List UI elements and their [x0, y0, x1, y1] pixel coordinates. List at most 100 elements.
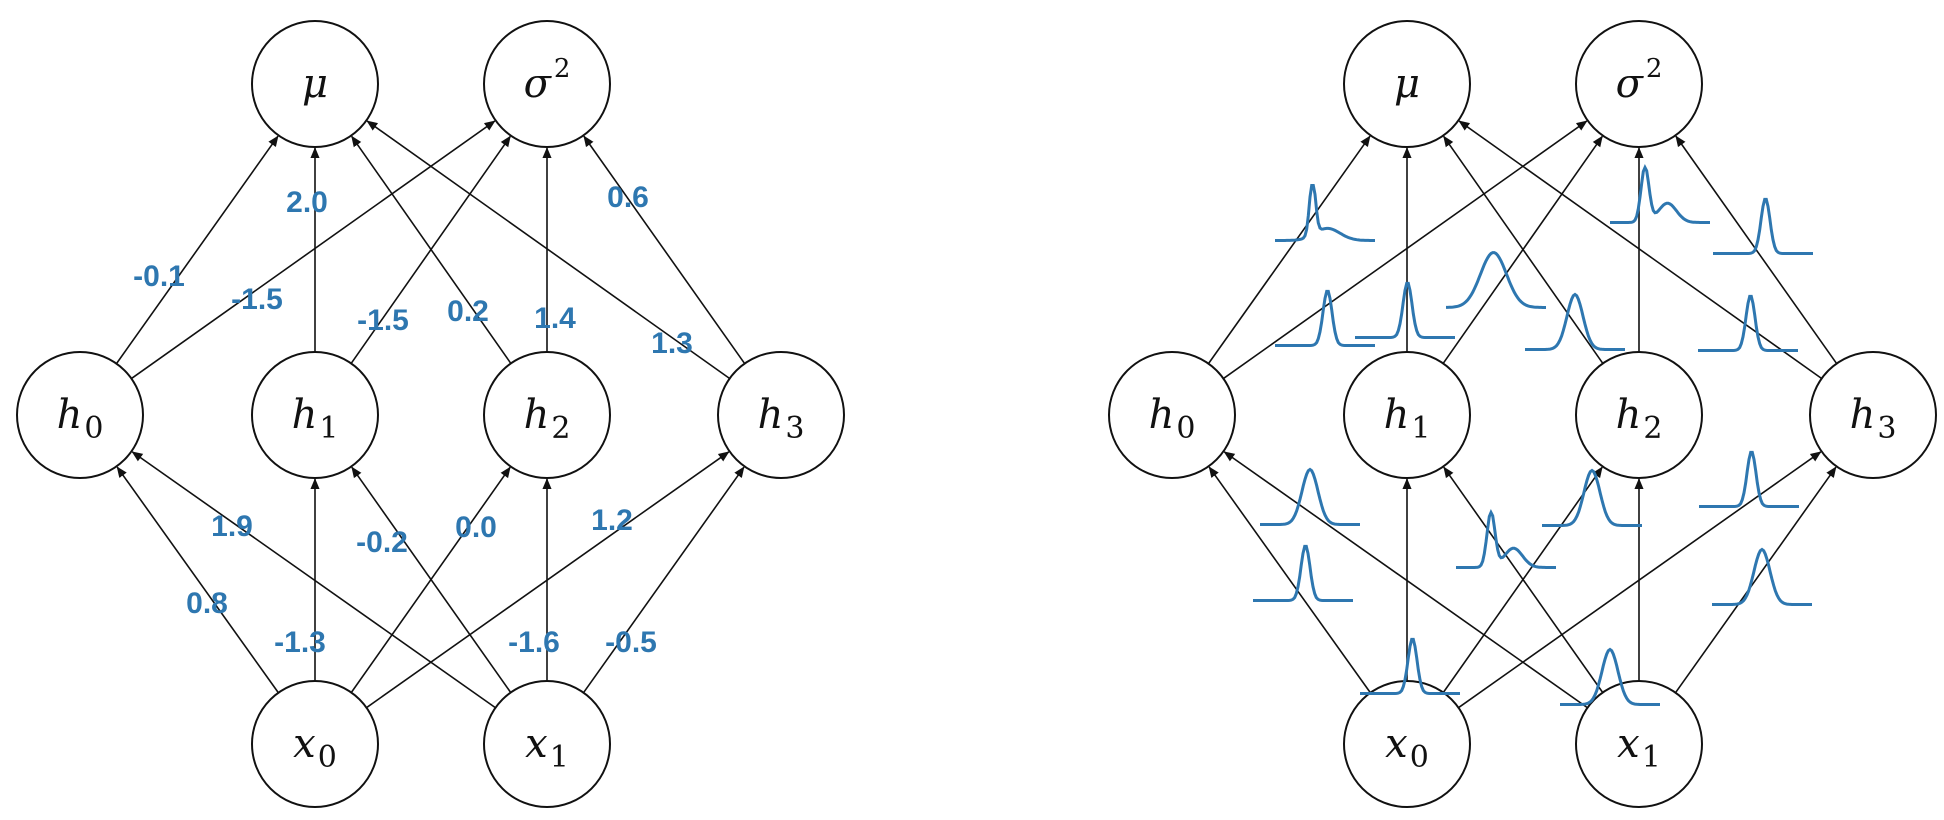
weight-label-x1-h2: -1.6	[508, 626, 560, 659]
node-circle	[483, 680, 611, 808]
weight-label-x0-h0: 0.8	[186, 587, 228, 620]
node-label: h3	[758, 392, 805, 446]
edge-h3-to-mu	[366, 120, 731, 380]
node-symbol: μ	[302, 61, 328, 107]
node-label: h3	[1850, 392, 1897, 446]
edge-h3-to-sigma2	[583, 135, 746, 365]
node-symbol: x	[1385, 721, 1408, 767]
node-h1: h1	[251, 351, 379, 479]
node-symbol: σ	[524, 61, 553, 107]
weight-distribution-h3-mu	[1698, 294, 1798, 352]
node-label: x0	[293, 721, 337, 775]
node-circle	[1108, 351, 1236, 479]
edge-h3-to-mu	[1458, 120, 1823, 380]
edge-x0-to-h0	[1208, 466, 1372, 694]
edge-x1-to-h1	[351, 466, 512, 693]
node-x0: x0	[251, 680, 379, 808]
node-label: x0	[1385, 721, 1429, 775]
node-circle	[717, 351, 845, 479]
edge-h2-to-mu	[351, 135, 512, 364]
weight-distribution-x0-h0	[1253, 544, 1353, 602]
edge-h2-to-mu	[1443, 135, 1604, 364]
weight-label-h3-sigma2: 0.6	[607, 181, 649, 214]
edge-h0-to-mu	[115, 135, 279, 365]
node-circle	[483, 20, 611, 148]
weight-distribution-h1-sigma2	[1446, 251, 1546, 309]
node-label: h2	[524, 392, 571, 446]
weight-distribution-h0-mu	[1275, 184, 1375, 242]
node-subscript: 0	[318, 740, 337, 775]
node-label: h1	[292, 392, 339, 446]
edge-h0-to-sigma2	[1222, 120, 1588, 380]
node-symbol: x	[525, 721, 548, 767]
node-circle	[1343, 680, 1471, 808]
node-label: h0	[1149, 392, 1196, 446]
weight-label-h2-sigma2: 1.4	[534, 302, 576, 335]
node-subscript: 0	[1410, 740, 1429, 775]
node-circle	[1343, 20, 1471, 148]
weight-label-h1-mu: 2.0	[286, 186, 328, 219]
node-symbol: h	[1384, 392, 1410, 438]
node-label: x1	[1617, 721, 1661, 775]
node-h0: h0	[1108, 351, 1236, 479]
node-h2: h2	[483, 351, 611, 479]
node-subscript: 1	[319, 411, 338, 446]
node-circle	[251, 680, 379, 808]
node-symbol: h	[524, 392, 550, 438]
edge-x1-to-h1	[1443, 466, 1604, 693]
weight-label-h0-sigma2: -1.5	[231, 283, 283, 316]
weight-distribution-x0-h1	[1360, 637, 1460, 695]
weight-distribution-h2-mu	[1525, 292, 1625, 351]
weight-distribution-h0-sigma2	[1275, 289, 1375, 347]
edge-x1-to-h3	[1674, 466, 1837, 694]
node-symbol: h	[758, 392, 784, 438]
node-symbol: h	[1149, 392, 1175, 438]
weight-distributions	[1253, 163, 1813, 706]
node-x1: x1	[1575, 680, 1703, 808]
node-x0: x0	[1343, 680, 1471, 808]
node-label: μ	[302, 61, 328, 107]
node-symbol: h	[1850, 392, 1876, 438]
weight-distribution-x1-h0	[1260, 467, 1360, 526]
node-x1: x1	[483, 680, 611, 808]
node-label: h1	[1384, 392, 1431, 446]
node-symbol: x	[293, 721, 316, 767]
node-subscript: 1	[550, 740, 569, 775]
weight-label-x0-h2: 0.0	[455, 511, 497, 544]
node-subscript: 3	[785, 411, 804, 446]
weight-label-x0-h1: -1.3	[274, 626, 326, 659]
weight-label-x1-h0: 1.9	[211, 510, 253, 543]
node-h3: h3	[717, 351, 845, 479]
weight-distribution-x1-h2	[1560, 647, 1660, 706]
node-symbol: h	[57, 392, 83, 438]
edge-x1-to-h3	[582, 466, 745, 694]
node-circle	[483, 351, 611, 479]
node-label: x1	[525, 721, 569, 775]
edge-h0-to-mu	[1207, 135, 1371, 365]
node-subscript: 1	[1642, 740, 1661, 775]
node-mu: μ	[1343, 20, 1471, 148]
node-circle	[1575, 351, 1703, 479]
weight-label-x0-h3: 1.2	[591, 504, 633, 537]
weight-distribution-x1-h1	[1456, 508, 1556, 569]
weight-distribution-x0-h3	[1712, 547, 1812, 606]
node-circle	[16, 351, 144, 479]
weight-label-x1-h3: -0.5	[605, 626, 657, 659]
weight-label-x1-h1: -0.2	[356, 526, 408, 559]
node-subscript: 2	[1643, 411, 1662, 446]
node-symbol: h	[1616, 392, 1642, 438]
weight-distribution-h1-mu	[1355, 281, 1455, 339]
node-subscript: 3	[1877, 411, 1896, 446]
edge-x0-to-h0	[116, 466, 280, 694]
edge-group	[1207, 120, 1838, 709]
node-label: h0	[57, 392, 104, 446]
node-symbol: x	[1617, 721, 1640, 767]
weight-distribution-x1-h3	[1699, 450, 1799, 508]
